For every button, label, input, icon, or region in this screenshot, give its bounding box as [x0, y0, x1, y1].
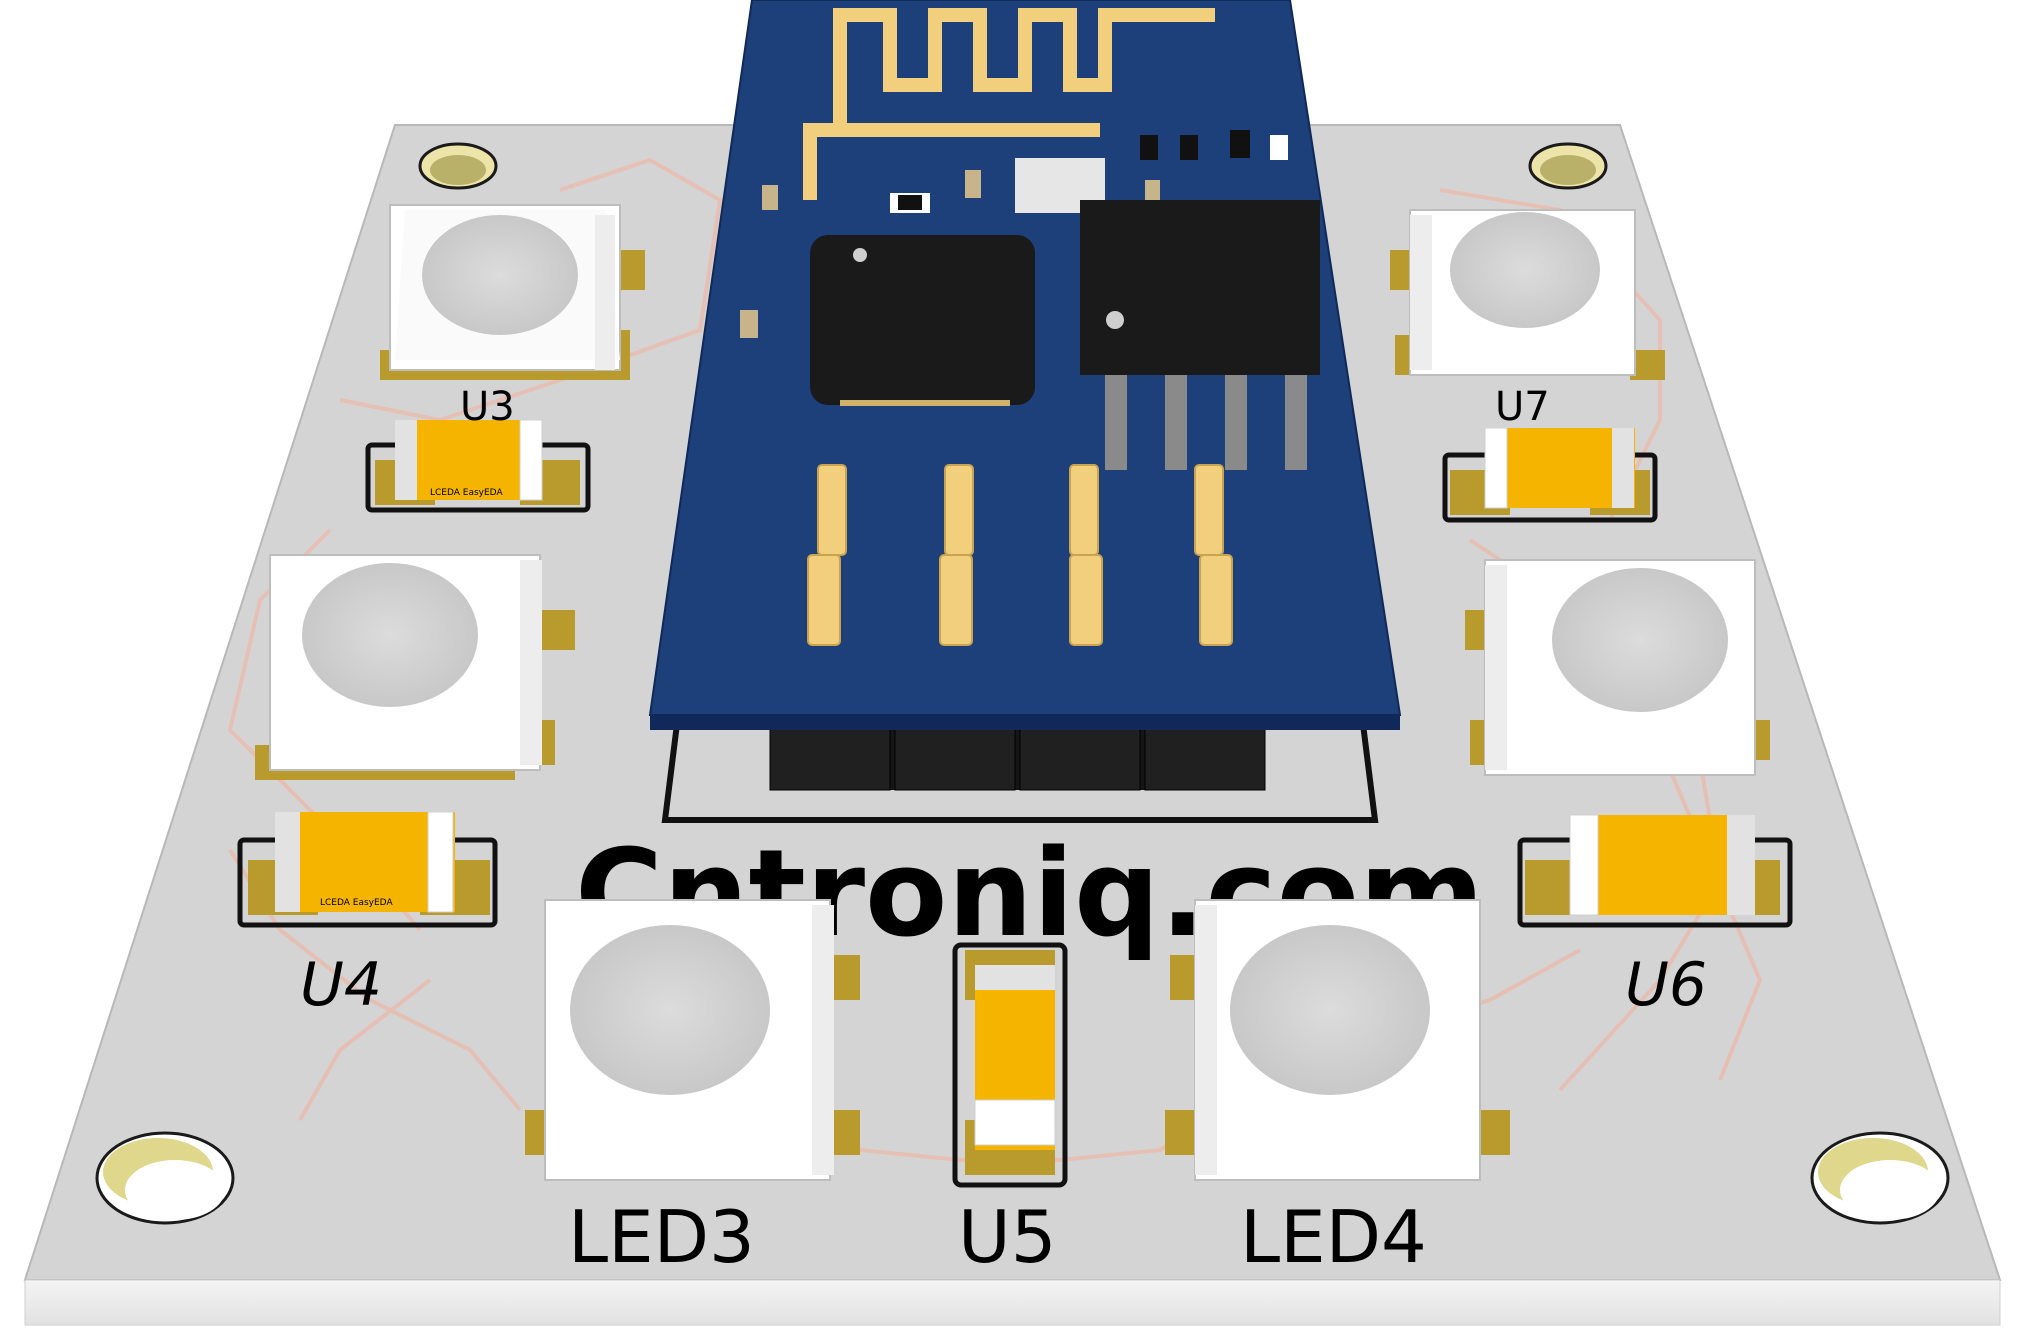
- label-u6: U6: [1625, 950, 1707, 1020]
- capacitor-u3: LCEDA EasyEDA: [365, 419, 591, 513]
- mounting-hole-top-left: [418, 142, 498, 190]
- mounting-holes: [95, 142, 1950, 1225]
- led-u3: [380, 204, 645, 380]
- flash-chip: [1080, 200, 1320, 470]
- led-led3: [525, 899, 860, 1181]
- cap-mark-u4: LCEDA EasyEDA: [320, 898, 393, 908]
- led-u4-led: [255, 554, 575, 780]
- led-u6-led: [1465, 559, 1770, 776]
- label-u5: U5: [958, 1195, 1057, 1279]
- label-u4: U4: [300, 950, 382, 1020]
- esp-chip: [810, 235, 1035, 406]
- led-u7: [1390, 209, 1665, 380]
- capacitor-u7: [1442, 427, 1658, 523]
- capacitor-u6: [1517, 814, 1793, 928]
- capacitor-u4: LCEDA EasyEDA: [237, 811, 498, 928]
- mounting-hole-bottom-right: [1810, 1131, 1950, 1225]
- label-led4: LED4: [1240, 1195, 1427, 1279]
- led-led4: [1165, 899, 1510, 1181]
- esp-module: [648, 0, 1402, 730]
- mounting-hole-top-right: [1528, 142, 1608, 190]
- label-led3: LED3: [568, 1195, 755, 1279]
- capacitor-u5: [952, 942, 1068, 1188]
- label-u3: U3: [460, 384, 515, 430]
- pcb-antenna: [803, 8, 1215, 200]
- label-u7: U7: [1495, 384, 1550, 430]
- header-pins: [807, 464, 1233, 646]
- cap-mark-u3: LCEDA EasyEDA: [430, 488, 503, 498]
- header-outline: [661, 699, 1379, 823]
- mounting-hole-bottom-left: [95, 1131, 235, 1225]
